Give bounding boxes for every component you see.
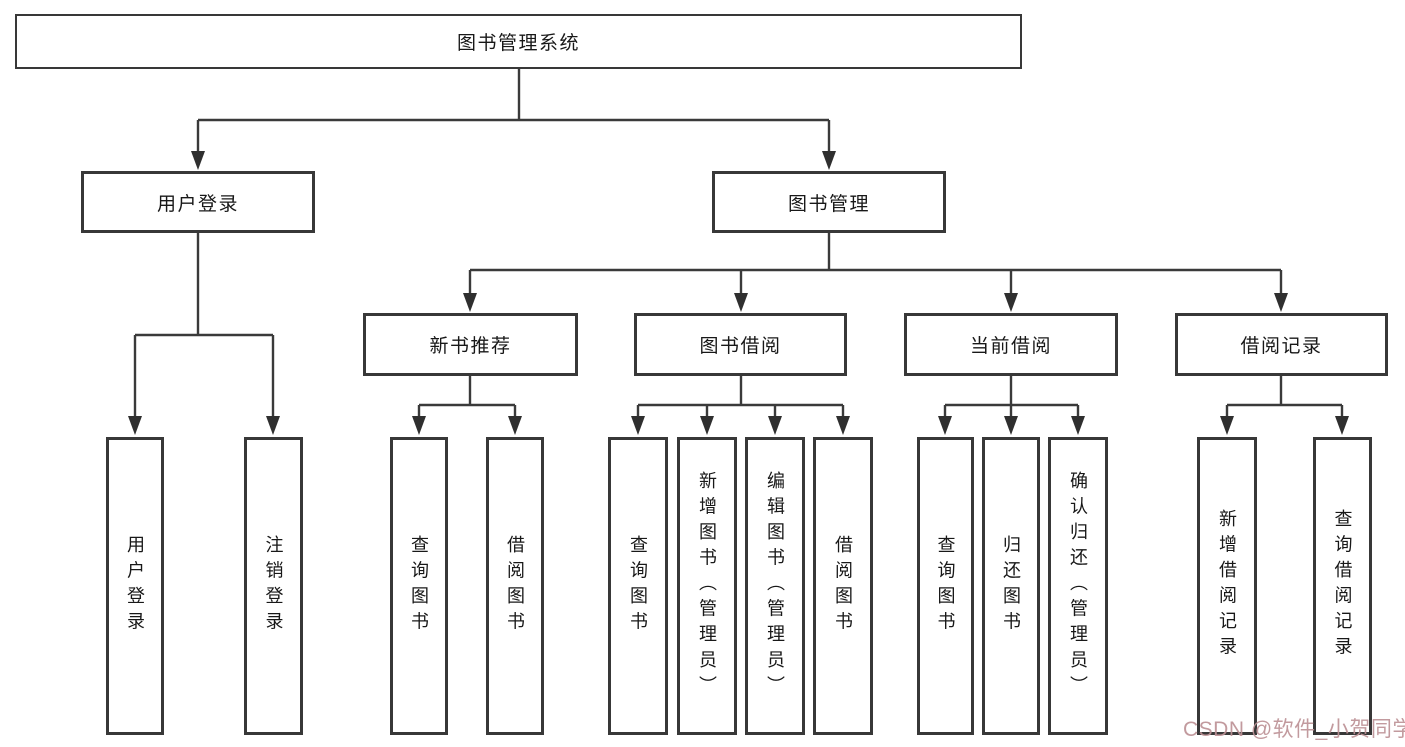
leaf-newbook-borrow-books: 借阅图书 [486, 437, 544, 735]
leaf-current-confirm-return-admin-label: 确认归还（管理员） [1068, 470, 1088, 702]
node-current-borrowing: 当前借阅 [904, 313, 1118, 376]
leaf-records-add-borrow-record-label: 新增借阅记录 [1217, 509, 1237, 663]
leaf-current-query-books: 查询图书 [917, 437, 974, 735]
leaf-user-login: 用户登录 [106, 437, 164, 735]
leaf-borrowing-borrow-books: 借阅图书 [813, 437, 873, 735]
node-book-management-label: 图书管理 [787, 193, 870, 215]
leaf-current-return-books-label: 归还图书 [1001, 534, 1021, 638]
leaf-records-query-borrow-record-label: 查询借阅记录 [1332, 509, 1353, 663]
leaf-logout-login: 注销登录 [244, 437, 303, 735]
leaf-records-query-borrow-record: 查询借阅记录 [1313, 437, 1372, 735]
node-book-borrowing-label: 图书借阅 [699, 336, 782, 357]
node-book-borrowing: 图书借阅 [634, 313, 847, 376]
leaf-borrowing-add-books-admin-label: 新增图书（管理员） [697, 470, 717, 702]
node-user-login: 用户登录 [81, 171, 315, 233]
leaf-borrowing-borrow-books-label: 借阅图书 [833, 534, 853, 638]
node-book-management: 图书管理 [712, 171, 946, 233]
leaf-borrowing-edit-books-admin: 编辑图书（管理员） [745, 437, 805, 735]
node-new-book-recommendation: 新书推荐 [363, 313, 578, 376]
csdn-watermark: CSDN @软件_小贺同学 [1183, 718, 1405, 741]
arrowheads [128, 151, 1349, 435]
leaf-newbook-query-books-label: 查询图书 [409, 534, 429, 638]
leaf-current-query-books-label: 查询图书 [935, 534, 956, 638]
node-borrowing-records: 借阅记录 [1175, 313, 1388, 376]
leaf-current-confirm-return-admin: 确认归还（管理员） [1048, 437, 1108, 735]
node-library-system: 图书管理系统 [15, 14, 1022, 69]
leaf-borrowing-add-books-admin: 新增图书（管理员） [677, 437, 737, 735]
leaf-borrowing-query-books-label: 查询图书 [628, 534, 648, 638]
leaf-borrowing-edit-books-admin-label: 编辑图书（管理员） [765, 470, 785, 702]
leaf-logout-login-label: 注销登录 [263, 534, 284, 638]
node-user-login-label: 用户登录 [156, 193, 239, 215]
leaf-newbook-query-books: 查询图书 [390, 437, 448, 735]
node-new-book-recommendation-label: 新书推荐 [429, 336, 512, 357]
node-library-system-label: 图书管理系统 [456, 33, 580, 54]
leaf-borrowing-query-books: 查询图书 [608, 437, 668, 735]
leaf-records-add-borrow-record: 新增借阅记录 [1197, 437, 1257, 735]
leaf-user-login-label: 用户登录 [125, 534, 145, 638]
leaf-newbook-borrow-books-label: 借阅图书 [505, 534, 525, 638]
leaf-current-return-books: 归还图书 [982, 437, 1040, 735]
node-borrowing-records-label: 借阅记录 [1240, 336, 1323, 357]
node-current-borrowing-label: 当前借阅 [969, 336, 1052, 357]
